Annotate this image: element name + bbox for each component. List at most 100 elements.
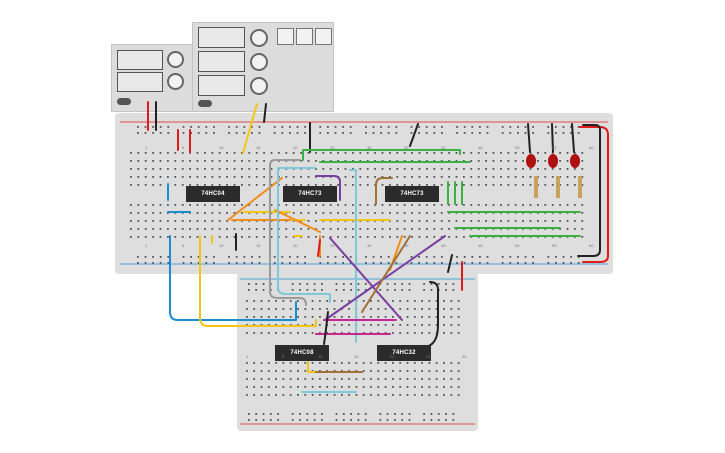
breadboard-hole[interactable] <box>366 160 369 162</box>
breadboard-hole[interactable] <box>159 212 162 214</box>
breadboard-hole[interactable] <box>377 378 380 380</box>
breadboard-hole[interactable] <box>235 132 238 134</box>
chip-74hc73-left[interactable]: 74HC73 <box>283 186 337 202</box>
breadboard-hole[interactable] <box>448 152 450 154</box>
breadboard-hole[interactable] <box>379 413 382 415</box>
breadboard-hole[interactable] <box>362 300 365 302</box>
voltage-knob[interactable] <box>167 51 184 68</box>
breadboard-hole[interactable] <box>319 132 322 134</box>
breadboard-hole[interactable] <box>196 152 199 154</box>
breadboard-hole[interactable] <box>471 256 474 258</box>
breadboard-hole[interactable] <box>418 228 421 230</box>
breadboard-hole[interactable] <box>218 204 221 206</box>
breadboard-hole[interactable] <box>524 262 527 264</box>
breadboard-hole[interactable] <box>443 300 445 302</box>
breadboard-hole[interactable] <box>357 419 360 421</box>
breadboard-hole[interactable] <box>340 394 343 396</box>
breadboard-hole[interactable] <box>319 370 321 372</box>
breadboard-hole[interactable] <box>211 228 214 230</box>
breadboard-hole[interactable] <box>514 220 517 222</box>
breadboard-hole[interactable] <box>152 220 154 222</box>
breadboard-hole[interactable] <box>537 220 539 222</box>
breadboard-hole[interactable] <box>213 256 215 258</box>
breadboard-hole[interactable] <box>433 220 436 222</box>
breadboard-hole[interactable] <box>364 419 367 421</box>
breadboard-hole[interactable] <box>196 176 199 178</box>
breadboard-hole[interactable] <box>258 126 261 128</box>
breadboard-hole[interactable] <box>204 184 206 186</box>
breadboard-hole[interactable] <box>299 419 301 421</box>
breadboard-hole[interactable] <box>374 204 376 206</box>
breadboard-hole[interactable] <box>263 204 265 206</box>
breadboard-hole[interactable] <box>406 362 409 364</box>
breadboard-hole[interactable] <box>430 289 433 291</box>
breadboard-hole[interactable] <box>137 126 139 128</box>
breadboard-hole[interactable] <box>311 378 314 380</box>
breadboard-hole[interactable] <box>507 160 510 162</box>
breadboard-hole[interactable] <box>313 289 316 291</box>
breadboard-hole[interactable] <box>440 204 443 206</box>
breadboard-hole[interactable] <box>190 132 192 134</box>
breadboard-hole[interactable] <box>350 283 352 285</box>
breadboard-hole[interactable] <box>377 386 380 388</box>
breadboard-hole[interactable] <box>196 236 199 238</box>
breadboard-hole[interactable] <box>362 316 365 318</box>
breadboard-hole[interactable] <box>211 176 214 178</box>
breadboard-hole[interactable] <box>246 386 248 388</box>
breadboard-hole[interactable] <box>334 126 337 128</box>
breadboard-hole[interactable] <box>218 236 221 238</box>
breadboard-hole[interactable] <box>457 300 460 302</box>
breadboard-hole[interactable] <box>522 220 524 222</box>
breadboard-hole[interactable] <box>362 394 365 396</box>
breadboard-hole[interactable] <box>253 394 256 396</box>
led-red[interactable] <box>570 154 582 198</box>
breadboard-hole[interactable] <box>297 362 299 364</box>
breadboard-hole[interactable] <box>263 184 265 186</box>
output-switch[interactable] <box>198 100 212 107</box>
breadboard-hole[interactable] <box>333 308 336 310</box>
breadboard-hole[interactable] <box>344 160 347 162</box>
breadboard-hole[interactable] <box>213 132 215 134</box>
breadboard-hole[interactable] <box>357 289 360 291</box>
breadboard-hole[interactable] <box>167 220 169 222</box>
breadboard-hole[interactable] <box>299 283 301 285</box>
breadboard-hole[interactable] <box>130 212 132 214</box>
breadboard-hole[interactable] <box>555 262 557 264</box>
breadboard-hole[interactable] <box>311 324 314 326</box>
breadboard-hole[interactable] <box>500 168 502 170</box>
breadboard-hole[interactable] <box>241 204 243 206</box>
breadboard-hole[interactable] <box>514 152 517 154</box>
breadboard-hole[interactable] <box>448 168 450 170</box>
breadboard-hole[interactable] <box>342 413 345 415</box>
breadboard-hole[interactable] <box>443 362 445 364</box>
breadboard-hole[interactable] <box>485 220 487 222</box>
breadboard-hole[interactable] <box>370 308 372 310</box>
breadboard-hole[interactable] <box>581 176 584 178</box>
breadboard-hole[interactable] <box>322 204 325 206</box>
breadboard-hole[interactable] <box>130 160 132 162</box>
breadboard-hole[interactable] <box>246 370 248 372</box>
breadboard-hole[interactable] <box>248 204 251 206</box>
breadboard-hole[interactable] <box>248 176 251 178</box>
breadboard-hole[interactable] <box>189 236 191 238</box>
breadboard-hole[interactable] <box>159 126 162 128</box>
breadboard-hole[interactable] <box>253 378 256 380</box>
breadboard-hole[interactable] <box>457 308 460 310</box>
breadboard-hole[interactable] <box>537 204 539 206</box>
breadboard-hole[interactable] <box>248 168 251 170</box>
breadboard-hole[interactable] <box>399 394 402 396</box>
breadboard-hole[interactable] <box>421 300 423 302</box>
breadboard-hole[interactable] <box>457 370 460 372</box>
breadboard-hole[interactable] <box>337 152 339 154</box>
breadboard-hole[interactable] <box>255 228 258 230</box>
breadboard-hole[interactable] <box>270 236 273 238</box>
breadboard-hole[interactable] <box>181 184 184 186</box>
breadboard-hole[interactable] <box>443 324 445 326</box>
breadboard-hole[interactable] <box>457 394 460 396</box>
breadboard-hole[interactable] <box>532 256 534 258</box>
breadboard-hole[interactable] <box>326 386 329 388</box>
breadboard-hole[interactable] <box>304 262 306 264</box>
breadboard-hole[interactable] <box>335 413 338 415</box>
breadboard-hole[interactable] <box>426 228 428 230</box>
breadboard-hole[interactable] <box>152 168 154 170</box>
